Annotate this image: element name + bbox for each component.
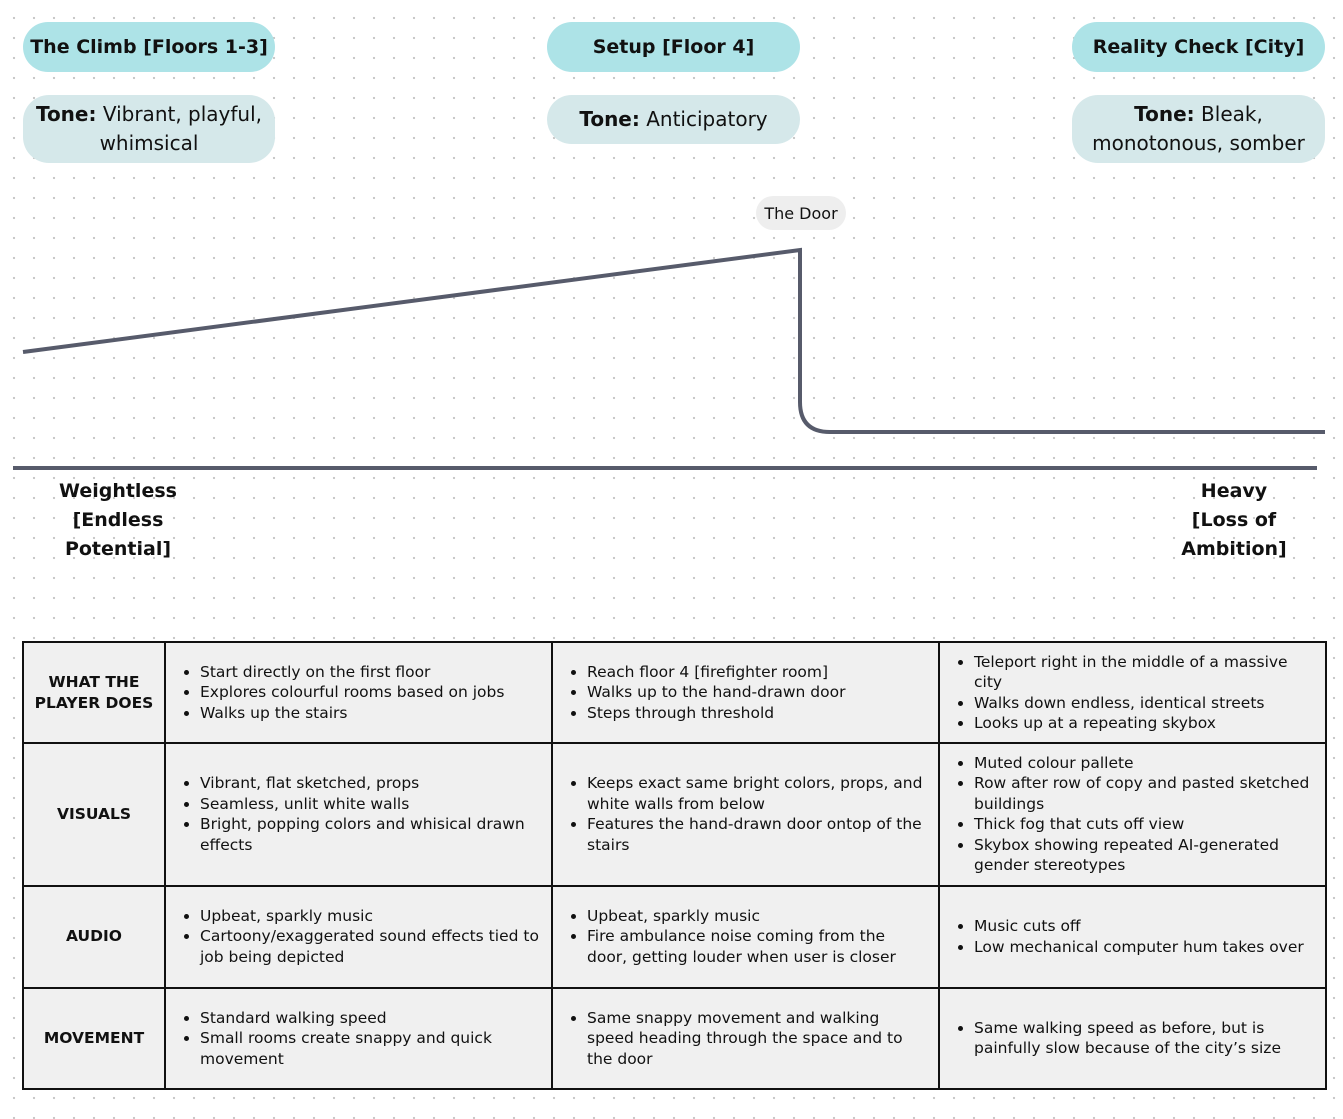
tone-text: Anticipatory [646,107,768,131]
phase-title-setup: Setup [Floor 4] [547,22,800,72]
table-cell: Vibrant, flat sketched, propsSeamless, u… [164,742,553,887]
bullet-item: Teleport right in the middle of a massiv… [974,652,1317,693]
tone-label: Tone: [1134,102,1195,126]
bullet-item: Upbeat, sparkly music [200,906,543,927]
bullet-item: Bright, popping colors and whisical draw… [200,814,543,855]
table-cell: Same walking speed as before, but is pai… [938,986,1327,1091]
tone-reality-check: Tone: Bleak, monotonous, somber [1072,95,1325,163]
bullet-item: Seamless, unlit white walls [200,794,543,815]
phase-title-reality-check: Reality Check [City] [1072,22,1325,72]
table-cell: Music cuts offLow mechanical computer hu… [938,884,1327,989]
bullet-item: Reach floor 4 [firefighter room] [587,662,930,683]
bullet-item: Explores colourful rooms based on jobs [200,682,543,703]
bullet-list: Upbeat, sparkly musicFire ambulance nois… [567,906,930,968]
bullet-item: Low mechanical computer hum takes over [974,937,1317,958]
tone-text: Bleak, monotonous, somber [1092,102,1305,155]
table-cell: Standard walking speedSmall rooms create… [164,986,553,1091]
bullet-item: Looks up at a repeating skybox [974,713,1317,734]
bullet-list: Music cuts offLow mechanical computer hu… [954,916,1317,957]
table-row-what-player-does: WHAT THE PLAYER DOESStart directly on th… [22,640,1327,745]
table-cell: Muted colour palleteRow after row of cop… [938,742,1327,887]
table-cell: Teleport right in the middle of a massiv… [938,640,1327,745]
bullet-list: Same walking speed as before, but is pai… [954,1018,1317,1059]
bullet-item: Walks up the stairs [200,703,543,724]
table-cell: Reach floor 4 [firefighter room]Walks up… [551,640,940,745]
bullet-item: Same walking speed as before, but is pai… [974,1018,1317,1059]
tone-label: Tone: [35,102,97,126]
tone-climb: Tone: Vibrant, playful, whimsical [23,95,275,163]
table-row-movement: MOVEMENTStandard walking speedSmall room… [22,986,1327,1091]
bullet-list: Teleport right in the middle of a massiv… [954,652,1317,734]
tone-label: Tone: [579,107,640,131]
axis-label-heavy-line2: [Loss of Ambition] [1181,509,1287,560]
bullet-item: Walks down endless, identical streets [974,693,1317,714]
bullet-list: Vibrant, flat sketched, propsSeamless, u… [180,773,543,855]
table-cell: Keeps exact same bright colors, props, a… [551,742,940,887]
row-header: WHAT THE PLAYER DOES [22,640,166,745]
tone-setup: Tone: Anticipatory [547,95,800,144]
bullet-item: Walks up to the hand-drawn door [587,682,930,703]
weight-curve-line [22,247,1325,434]
bullet-item: Standard walking speed [200,1008,543,1029]
bullet-item: Skybox showing repeated AI-generated gen… [974,835,1317,876]
design-table: WHAT THE PLAYER DOESStart directly on th… [22,640,1327,1091]
bullet-item: Music cuts off [974,916,1317,937]
bullet-list: Reach floor 4 [firefighter room]Walks up… [567,662,930,724]
bullet-item: Cartoony/exaggerated sound effects tied … [200,926,543,967]
bullet-list: Start directly on the first floorExplore… [180,662,543,724]
bullet-item: Vibrant, flat sketched, props [200,773,543,794]
table-cell: Upbeat, sparkly musicFire ambulance nois… [551,884,940,989]
bullet-item: Small rooms create snappy and quick move… [200,1028,543,1069]
axis-label-weightless: Weightless [Endless Potential] [23,477,213,564]
bullet-list: Standard walking speedSmall rooms create… [180,1008,543,1070]
row-header: AUDIO [22,884,166,989]
axis-label-weightless-line2: [Endless Potential] [64,509,172,560]
row-header: VISUALS [22,742,166,887]
bullet-item: Features the hand-drawn door ontop of th… [587,814,930,855]
phase-title-climb: The Climb [Floors 1-3] [23,22,275,72]
table-cell: Upbeat, sparkly musicCartoony/exaggerate… [164,884,553,989]
bullet-item: Upbeat, sparkly music [587,906,930,927]
tone-text: Vibrant, playful, whimsical [99,102,263,155]
bullet-item: Keeps exact same bright colors, props, a… [587,773,930,814]
axis-label-weightless-line1: Weightless [59,480,177,502]
bullet-item: Fire ambulance noise coming from the doo… [587,926,930,967]
table-cell: Start directly on the first floorExplore… [164,640,553,745]
bullet-item: Start directly on the first floor [200,662,543,683]
table-row-visuals: VISUALSVibrant, flat sketched, propsSeam… [22,742,1327,887]
bullet-list: Muted colour palleteRow after row of cop… [954,753,1317,876]
bullet-item: Row after row of copy and pasted sketche… [974,773,1317,814]
bullet-item: Thick fog that cuts off view [974,814,1317,835]
bullet-list: Keeps exact same bright colors, props, a… [567,773,930,855]
axis-label-heavy: Heavy [Loss of Ambition] [1140,477,1328,564]
weight-curve-diagram [13,247,1325,470]
bullet-list: Same snappy movement and walking speed h… [567,1008,930,1070]
bullet-item: Muted colour pallete [974,753,1317,774]
door-label: The Door [756,196,846,230]
axis-label-heavy-line1: Heavy [1200,480,1268,502]
table-cell: Same snappy movement and walking speed h… [551,986,940,1091]
bullet-item: Steps through threshold [587,703,930,724]
bullet-list: Upbeat, sparkly musicCartoony/exaggerate… [180,906,543,968]
table-row-audio: AUDIOUpbeat, sparkly musicCartoony/exagg… [22,884,1327,989]
bullet-item: Same snappy movement and walking speed h… [587,1008,930,1070]
row-header: MOVEMENT [22,986,166,1091]
